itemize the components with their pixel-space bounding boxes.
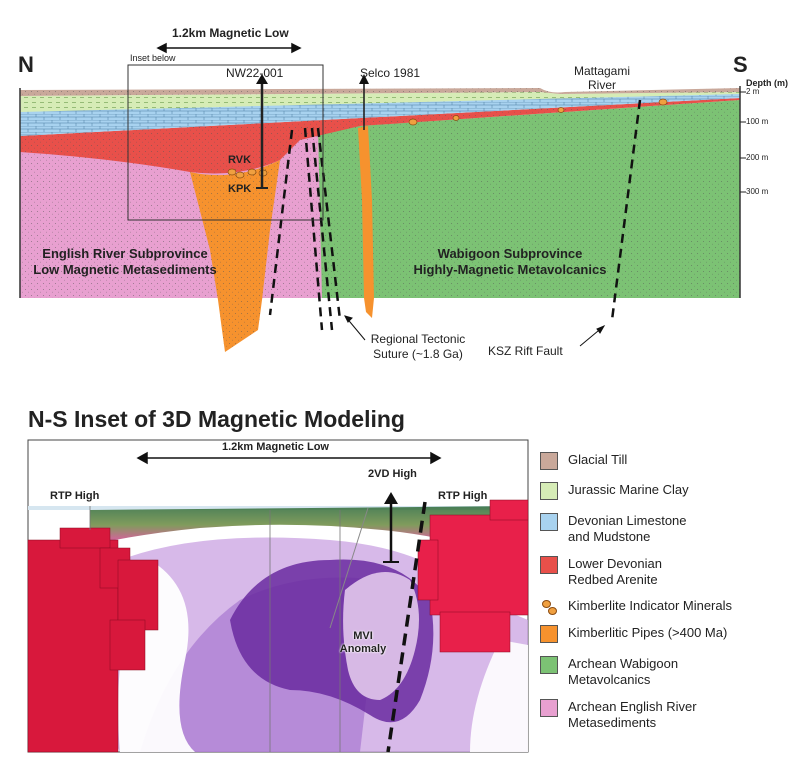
- selco-arrow: [359, 74, 369, 130]
- suture-label: Regional Tectonic Suture (~1.8 Ga): [370, 332, 466, 361]
- legend-item-limestone: Devonian Limestone and Mudstone: [540, 513, 687, 545]
- legend-item-indicator-minerals: Kimberlite Indicator Minerals: [540, 598, 732, 616]
- rvk-label: RVK: [228, 154, 252, 166]
- river-label: Mattagami River: [573, 64, 631, 92]
- legend-label: Kimberlitic Pipes (>400 Ma): [568, 625, 728, 640]
- limestone-unit: [20, 92, 740, 136]
- wabigoon-unit: [300, 100, 740, 298]
- legend-label: Archean English River Metasediments: [568, 699, 697, 730]
- legend-label: Lower Devonian Redbed Arenite: [568, 556, 662, 587]
- limestone-swatch: [540, 513, 558, 531]
- legend-label: Kimberlite Indicator Minerals: [568, 598, 733, 613]
- depth-300m: 300 m: [746, 187, 769, 196]
- drill-hole-nw22: [256, 74, 268, 189]
- redbed-unit: [20, 98, 740, 174]
- inset-title: N-S Inset of 3D Magnetic Modeling: [28, 406, 405, 432]
- legend-item-wabigoon: Archean Wabigoon Metavolcanics: [540, 656, 678, 688]
- legend-label: Devonian Limestone and Mudstone: [568, 513, 687, 544]
- legend-item-marine-clay: Jurassic Marine Clay: [540, 482, 689, 500]
- inset-3d-model: [27, 439, 529, 753]
- clay-unit: [20, 92, 740, 112]
- glacial-till-swatch: [540, 452, 558, 470]
- inset-below-label: Inset below: [130, 53, 176, 63]
- kimberlite-pipe-main: [190, 160, 280, 352]
- fault-lines: [268, 99, 642, 331]
- legend-label: Glacial Till: [568, 452, 628, 467]
- south-label: S: [733, 52, 748, 77]
- kimberlitic-pipes-swatch: [540, 625, 558, 643]
- suture-callout: [344, 315, 366, 341]
- inset-magnetic-low-arrow: [136, 451, 442, 465]
- rtp-high-right-label: RTP High: [438, 490, 488, 502]
- legend-item-glacial-till: Glacial Till: [540, 452, 627, 470]
- selco-label: Selco 1981: [360, 66, 421, 80]
- wabigoon-swatch: [540, 656, 558, 674]
- ksz-label: KSZ Rift Fault: [488, 344, 563, 358]
- marine-clay-swatch: [540, 482, 558, 500]
- kimberlite-pipe-selco: [358, 126, 374, 318]
- mvi-anomaly-label: MVI Anomaly: [339, 630, 387, 655]
- north-label: N: [18, 52, 34, 77]
- english-river-label: English River Subprovince Low Magnetic M…: [33, 246, 217, 277]
- ksz-callout: [579, 324, 606, 347]
- magnetic-low-label: 1.2km Magnetic Low: [172, 26, 289, 40]
- 2vd-high-label: 2VD High: [368, 468, 417, 480]
- legend-item-kimberlitic-pipes: Kimberlitic Pipes (>400 Ma): [540, 625, 727, 643]
- depth-2m: 2 m: [746, 87, 760, 96]
- rtp-high-left-label: RTP High: [50, 490, 100, 502]
- inset-fault: [386, 501, 427, 753]
- english-river-swatch: [540, 699, 558, 717]
- depth-header: Depth (m): [746, 78, 788, 88]
- legend-label: Archean Wabigoon Metavolcanics: [568, 656, 679, 687]
- kpk-label: KPK: [228, 183, 252, 195]
- legend-label: Jurassic Marine Clay: [568, 482, 689, 497]
- depth-100m: 100 m: [746, 117, 769, 126]
- depth-200m: 200 m: [746, 153, 769, 162]
- legend-item-english-river: Archean English River Metasediments: [540, 699, 697, 731]
- redbed-swatch: [540, 556, 558, 574]
- till-unit: [20, 88, 740, 96]
- magnetic-low-arrow: [156, 42, 302, 54]
- legend-item-redbed: Lower Devonian Redbed Arenite: [540, 556, 662, 588]
- wabigoon-label: Wabigoon Subprovince Highly-Magnetic Met…: [413, 246, 607, 277]
- inset-box: [127, 64, 324, 221]
- drill-hole-label: NW22-001: [226, 66, 284, 80]
- indicator-minerals-swatch: [540, 598, 558, 616]
- inset-magnetic-low-label: 1.2km Magnetic Low: [222, 441, 329, 453]
- inset-2vd-arrow: [383, 492, 399, 563]
